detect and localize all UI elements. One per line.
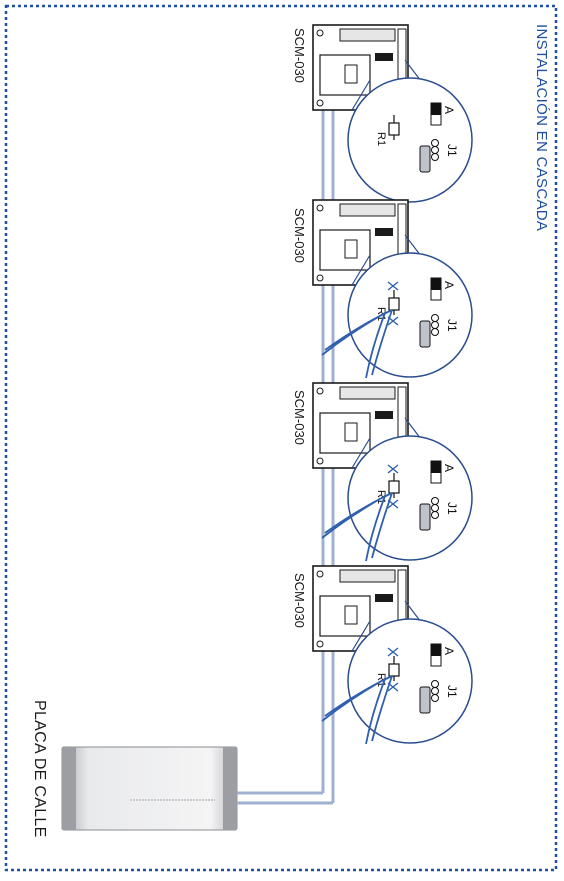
screw-hole [316,29,324,37]
monitor-model-label: SCM-030 [292,573,307,628]
switch-a-knob [431,278,441,290]
screw-hole [316,457,324,465]
wire-cutter-icon [321,309,393,379]
board-connector [344,239,358,259]
monitor-model-label: SCM-030 [292,208,307,263]
monitor-model-label: SCM-030 [292,390,307,445]
diagram-title: INSTALACIÓN EN CASCADA [533,24,550,232]
resistor-label: R1 [375,132,387,146]
jumper-j1 [419,145,431,173]
screw-hole [316,274,324,282]
terminal-strip [339,203,396,217]
board-chip [375,411,393,419]
jumper-pin [431,153,439,161]
jumper-pin [431,694,439,702]
switch-a-knob [431,103,441,115]
switch-label: A [442,281,456,289]
jumper-label: J1 [445,144,459,157]
screw-hole [316,204,324,212]
terminal-strip [339,28,396,42]
board-compartment [319,595,371,637]
detail-callout [347,252,473,378]
board-compartment [319,54,371,96]
screw-hole [316,99,324,107]
resistor-r1 [388,663,400,677]
board-chip [375,228,393,236]
switch-a-knob [431,461,441,473]
board-compartment [319,229,371,271]
jumper-pin [431,328,439,336]
board-connector [344,605,358,625]
detail-callout [347,435,473,561]
board-chip [375,594,393,602]
monitor-model-label: SCM-030 [292,28,307,83]
switch-label: A [442,106,456,114]
detail-callout [347,77,473,203]
monitor-unit: A J1 R1 [312,24,473,203]
cut-mark [387,281,399,291]
resistor-r1 [388,297,400,311]
wire-cutter-icon [321,675,393,745]
resistor-r1 [388,480,400,494]
street-panel-label: PLACA DE CALLE [31,700,48,838]
cut-mark [387,464,399,474]
jumper-label: J1 [445,502,459,515]
jumper-label: J1 [445,319,459,332]
switch-label: A [442,647,456,655]
terminal-strip [339,569,396,583]
switch-label: A [442,464,456,472]
jumper-pin [431,511,439,519]
screw-hole [316,387,324,395]
cut-mark [387,647,399,657]
switch-a-knob [431,644,441,656]
street-panel [61,746,238,831]
screw-hole [316,570,324,578]
detail-callout [347,618,473,744]
resistor-r1 [388,122,400,136]
board-compartment [319,412,371,454]
board-chip [375,53,393,61]
jumper-j1 [419,686,431,714]
terminal-strip [339,386,396,400]
dotted-border [4,4,558,872]
jumper-j1 [419,503,431,531]
board-connector [344,422,358,442]
wire-cutter-icon [321,492,393,562]
board-connector [344,64,358,84]
jumper-label: J1 [445,685,459,698]
screw-hole [316,640,324,648]
jumper-j1 [419,320,431,348]
